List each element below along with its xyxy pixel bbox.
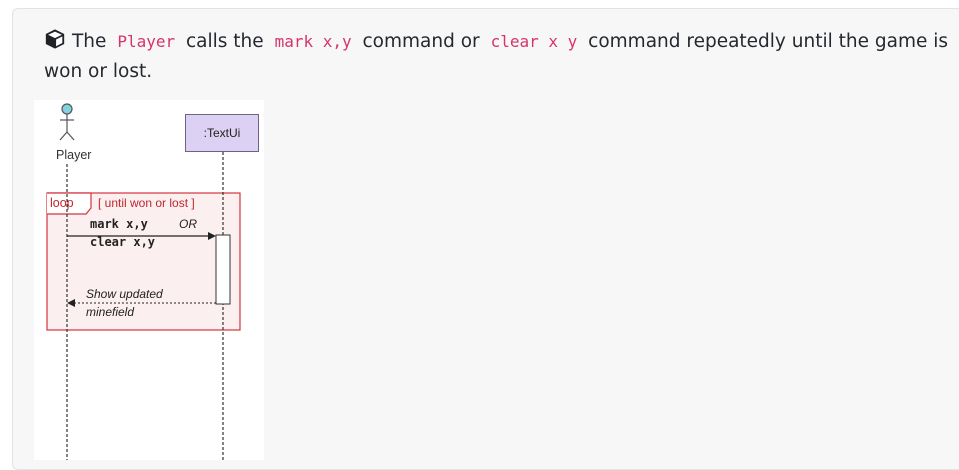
call-message-mark: mark x,y (90, 217, 148, 231)
player-actor-label: Player (56, 148, 92, 162)
code-clear-command: clear x y (490, 32, 578, 51)
player-actor-icon (59, 103, 75, 141)
return-message-line-1: Show updated (86, 287, 163, 301)
code-player: Player (117, 32, 176, 51)
paragraph-text-rest: command repeatedly until the game is won… (44, 31, 949, 82)
call-arrowhead (208, 232, 216, 240)
paragraph-text-command-or: command or (362, 31, 480, 52)
return-arrowhead (67, 299, 75, 307)
sequence-diagram-graphics (46, 103, 241, 460)
textui-object-label: :TextUi (203, 126, 241, 140)
textui-object: :TextUi (185, 114, 259, 152)
activation-bar (215, 234, 231, 305)
loop-frame (46, 192, 241, 331)
loop-guard: [ until won or lost ] (98, 196, 195, 210)
description-paragraph: The Player calls the mark x,y command or… (44, 27, 949, 87)
return-message-line-2: minefield (86, 305, 135, 319)
call-message-or: OR (179, 217, 197, 231)
loop-tag: loop (50, 196, 74, 210)
loop-tag-frame (47, 192, 92, 215)
code-mark-command: mark x,y (274, 32, 352, 51)
cube-icon (45, 29, 65, 49)
paragraph-text-the: The (72, 31, 107, 52)
paragraph-text-calls: calls the (186, 31, 264, 52)
call-message-clear: clear x,y (90, 235, 156, 249)
sequence-diagram: Player :TextUi loop [ until won or lost … (34, 100, 264, 460)
